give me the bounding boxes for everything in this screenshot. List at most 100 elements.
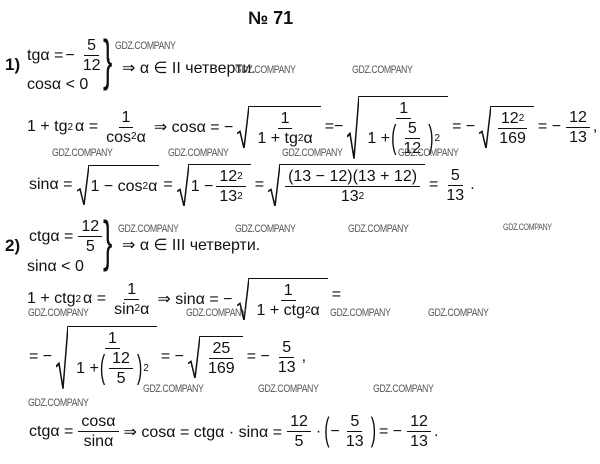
text: cos [106,128,131,146]
brace: } [103,28,113,91]
text: 1 + tg [27,118,68,136]
text: 5 [447,166,463,186]
text: , [106,46,111,64]
text: 2 [131,131,137,143]
text: 1 [396,99,412,120]
text: 5 [294,433,304,451]
text: 1 − cos [90,177,143,195]
text: · [315,422,322,440]
radical-icon [236,278,249,321]
text: 169 [499,130,526,148]
text: ctgα = [29,422,74,440]
text: 2 [142,181,149,193]
text: 13 [569,128,587,146]
text: = − [452,118,476,136]
watermark: GDZ.COMPANY [118,223,179,235]
text: α [140,300,150,318]
text: = [429,176,439,194]
text: 2 [518,112,525,124]
text: 2 [434,132,441,144]
text: . [433,422,439,440]
radical-icon [56,326,69,389]
text: 12 [500,110,519,128]
text: 5 [116,370,126,388]
text: 13 [446,186,465,204]
text: 12 [403,140,422,158]
text: 1 + ctg [256,302,305,320]
text: = [331,286,342,303]
text: ⇒ cosα = − [153,119,234,137]
text: , [592,118,598,136]
system-2-conclusion: ⇒ α ∈ III четверти. [122,237,261,254]
text: 5 [404,119,420,140]
watermark: GDZ.COMPANY [52,147,113,159]
text: 2 [67,121,74,133]
text: α [148,177,158,195]
text: . [470,176,475,194]
text: α [303,130,313,148]
radical-icon [237,106,250,149]
text: sinα [83,433,114,451]
text: 5 [279,338,295,358]
text: 2 [304,304,311,316]
text: 25 [209,339,234,360]
watermark: GDZ.COMPANY [352,64,413,76]
text: 2 [237,190,243,202]
text: 2 [134,303,141,315]
text: = − [379,422,403,440]
text: , [301,348,307,366]
text: 2 [75,293,82,305]
system-1-conclusion: ⇒ α ∈ II четверти. [122,60,256,77]
text: 12 [566,108,590,128]
text: =− [324,118,344,136]
text: α [310,302,320,320]
paren: ) [370,412,377,449]
text: 2 [358,190,365,202]
watermark: GDZ.COMPANY [235,64,296,76]
watermark: GDZ.COMPANY [330,307,391,319]
text: 1 + ctg [27,290,76,308]
text: 13 [277,358,296,376]
text: 13 [340,188,359,206]
paren: ) [136,350,143,387]
text: = − [29,348,53,366]
watermark: GDZ.COMPANY [348,223,409,235]
text: 12 [82,57,101,75]
problem-title: № 71 [248,8,294,28]
text: 2 [143,362,149,374]
text: 1 + [76,360,99,378]
text: 5 [85,238,95,256]
text: 12 [109,349,133,370]
text: 169 [207,360,235,378]
radical-icon [176,164,189,207]
watermark: GDZ.COMPANY [168,147,229,159]
text: , [105,227,110,245]
watermark: GDZ.COMPANY [398,147,459,159]
text: ⇒ cosα = ctgα · sinα = [123,423,283,441]
part-1-label: 1) [5,55,21,74]
text: = − [160,348,184,366]
